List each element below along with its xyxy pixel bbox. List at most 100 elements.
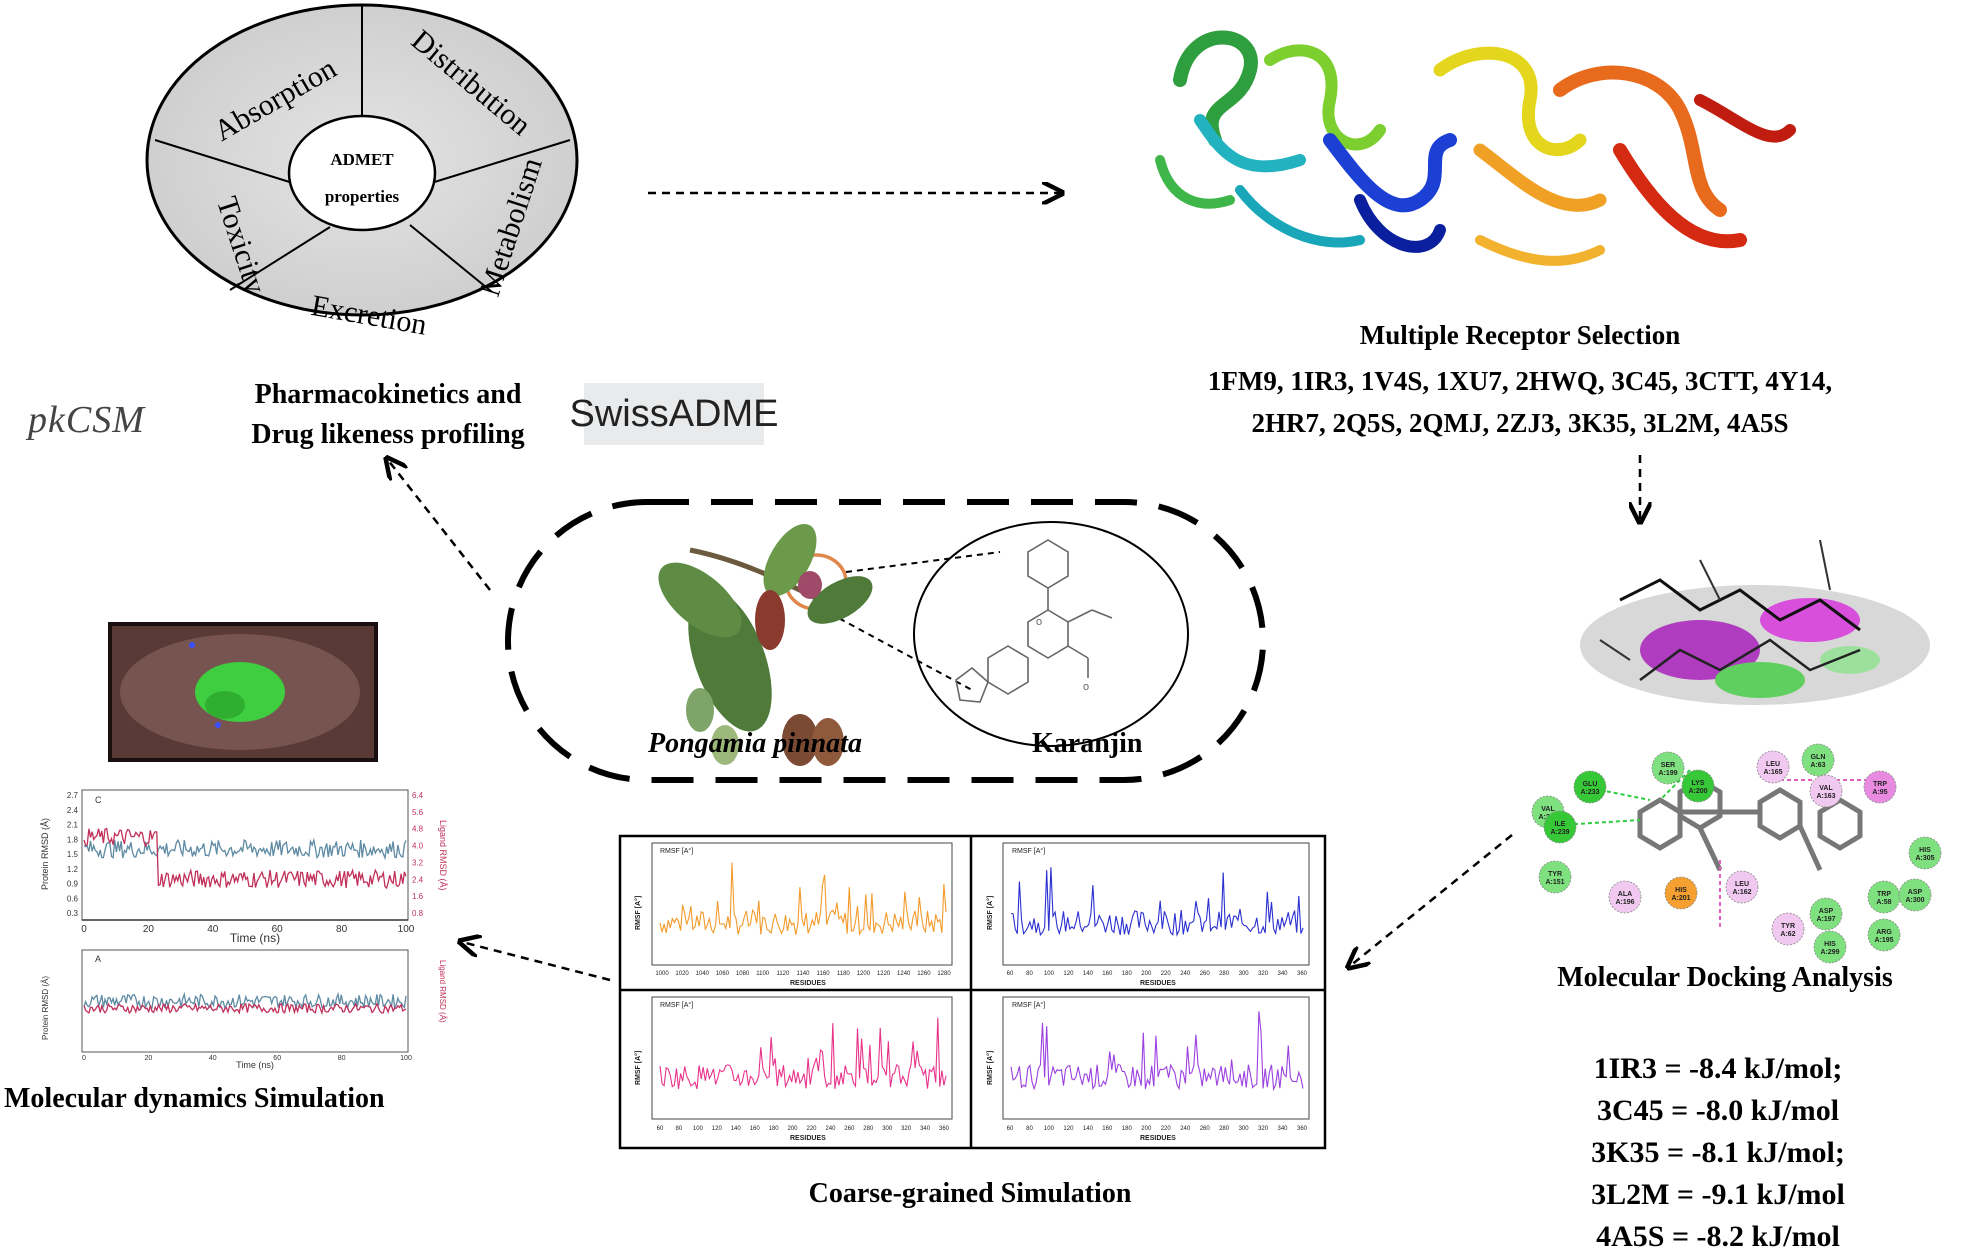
compound-name: Karanjin	[1032, 728, 1143, 759]
md-c-protein-trace	[83, 837, 407, 861]
md-a-x-tick: 100	[400, 1055, 412, 1062]
cg-p3-x-tick: 220	[806, 1126, 817, 1132]
cg-rmsf-lines	[659, 862, 1304, 1092]
cg-p3-x-tick: 300	[882, 1126, 893, 1132]
cg-p2-x-tick: 340	[1277, 971, 1288, 977]
cg-title: Coarse-grained Simulation	[808, 1178, 1132, 1209]
md-ylabel-left-c: Protein RMSD (Å)	[40, 818, 50, 890]
cg-p1-x-tick: 1220	[877, 971, 891, 977]
cg-p2-x-tick: 160	[1102, 971, 1113, 977]
cg-p1-x-tick: 1120	[776, 971, 790, 977]
cg-p3-x-tick: 240	[825, 1126, 836, 1132]
cg-p3-x-tick: 360	[939, 1126, 950, 1132]
docking-result-3l2m: 3L2M = -9.1 kJ/mol	[1591, 1178, 1845, 1211]
md-c-y-tick: 1.8	[67, 835, 79, 844]
admet-wheel	[145, 3, 579, 317]
residue-name: TYR	[1781, 923, 1795, 930]
cg-legend-1: RMSF [A°]	[660, 847, 693, 855]
docking-title: Molecular Docking Analysis	[1557, 962, 1893, 993]
docking-result-3k35: 3K35 = -8.1 kJ/mol;	[1591, 1136, 1845, 1169]
cg-p4-x-tick: 160	[1102, 1126, 1113, 1132]
md-tick-labels: 0020204040606080801001000.30.60.91.21.51…	[67, 791, 424, 1062]
cg-p4-x-tick: 80	[1026, 1126, 1033, 1132]
cg-p2-x-tick: 280	[1219, 971, 1230, 977]
md-c-y-tick: 0.6	[67, 894, 79, 903]
pkcsm-logo: pkCSM	[28, 399, 145, 441]
cg-p4-x-tick: 260	[1200, 1126, 1211, 1132]
residue-name: TYR	[1548, 871, 1562, 878]
cg-p3-x-tick: 160	[750, 1126, 761, 1132]
md-c-y-tick: 2.4	[67, 806, 79, 815]
cg-grid	[618, 834, 1327, 1150]
md-xlabel-a: Time (ns)	[236, 1060, 274, 1070]
md-rmsd-lines	[83, 827, 407, 1016]
md-a-x-tick: 60	[273, 1055, 281, 1062]
residue-name: ALA	[1618, 891, 1632, 898]
md-c-y2-tick: 1.6	[412, 892, 424, 901]
docking-result-4a5s: 4A5S = -8.2 kJ/mol	[1596, 1220, 1840, 1253]
cg-p4-x-tick: 120	[1063, 1126, 1074, 1132]
residue-chain: A:201	[1671, 895, 1690, 902]
receptor-ids-line1: 1FM9, 1IR3, 1V4S, 1XU7, 2HWQ, 3C45, 3CTT…	[1207, 366, 1833, 396]
karanjin-structure	[955, 539, 1113, 703]
cg-p4-x-tick: 140	[1083, 1126, 1094, 1132]
cg-p2-x-tick: 180	[1122, 971, 1133, 977]
md-panel-a-label: A	[95, 954, 101, 964]
md-panel-c-label: C	[95, 795, 102, 805]
md-c-x-tick: 40	[207, 924, 219, 935]
receptor-ids-line2: 2HR7, 2Q5S, 2QMJ, 2ZJ3, 3K35, 3L2M, 4A5S	[1251, 408, 1789, 438]
md-c-x-tick: 80	[336, 924, 348, 935]
cg-p4-x-tick: 100	[1044, 1126, 1055, 1132]
md-c-y-tick: 2.1	[67, 821, 79, 830]
residue-chain: A:233	[1580, 789, 1599, 796]
cg-p1-x-tick: 1160	[817, 971, 831, 977]
cg-p4-x-tick: 300	[1239, 1126, 1250, 1132]
md-c-y-tick: 1.2	[67, 865, 79, 874]
cg-p4-x-tick: 280	[1219, 1126, 1230, 1132]
cg-ylabel-4: RMSF [A°]	[986, 1051, 994, 1085]
md-c-y2-tick: 6.4	[412, 791, 424, 800]
residue-name: ARG	[1876, 929, 1892, 936]
cg-p3-x-tick: 320	[901, 1126, 912, 1132]
cg-xlabel-3: RESIDUES	[790, 1135, 826, 1142]
cg-xlabel-1: RESIDUES	[790, 980, 826, 987]
md-snapshot	[108, 622, 378, 762]
cg-p1-x-tick: 1040	[696, 971, 710, 977]
plant-illustration	[658, 523, 873, 766]
cg-p2-x-tick: 260	[1200, 971, 1211, 977]
cg-trace-3	[659, 1017, 947, 1090]
residue-chain: A:63	[1810, 762, 1825, 769]
residue-chain: A:165	[1763, 769, 1782, 776]
cg-ylabel-2: RMSF [A°]	[986, 896, 994, 930]
md-c-y2-tick: 5.6	[412, 808, 424, 817]
residue-chain: A:300	[1905, 897, 1924, 904]
cg-p3-x-tick: 140	[731, 1126, 742, 1132]
cg-p4-x-tick: 360	[1297, 1126, 1308, 1132]
md-c-y-tick: 0.3	[67, 909, 79, 918]
cg-p2-x-tick: 240	[1180, 971, 1191, 977]
cg-p2-x-tick: 300	[1239, 971, 1250, 977]
cg-p4-x-tick: 240	[1180, 1126, 1191, 1132]
cg-ylabel-3: RMSF [A°]	[634, 1051, 642, 1085]
receptor-title: Multiple Receptor Selection	[1359, 320, 1681, 350]
md-c-y2-tick: 0.8	[412, 909, 424, 918]
docking-results: 1IR3 = -8.4 kJ/mol; 3C45 = -8.0 kJ/mol 3…	[1568, 1048, 1868, 1258]
md-xlabel-c: Time (ns)	[230, 931, 280, 945]
residue-name: LEU	[1766, 761, 1780, 768]
cg-xlabel-4: RESIDUES	[1140, 1135, 1176, 1142]
cg-p4-x-tick: 340	[1277, 1126, 1288, 1132]
residue-bubbles: VALA:234GLUA:233SERA:199LYSA:200LEUA:165…	[1531, 743, 1942, 964]
cg-legend-3: RMSF [A°]	[660, 1001, 693, 1009]
md-a-x-tick: 80	[338, 1055, 346, 1062]
